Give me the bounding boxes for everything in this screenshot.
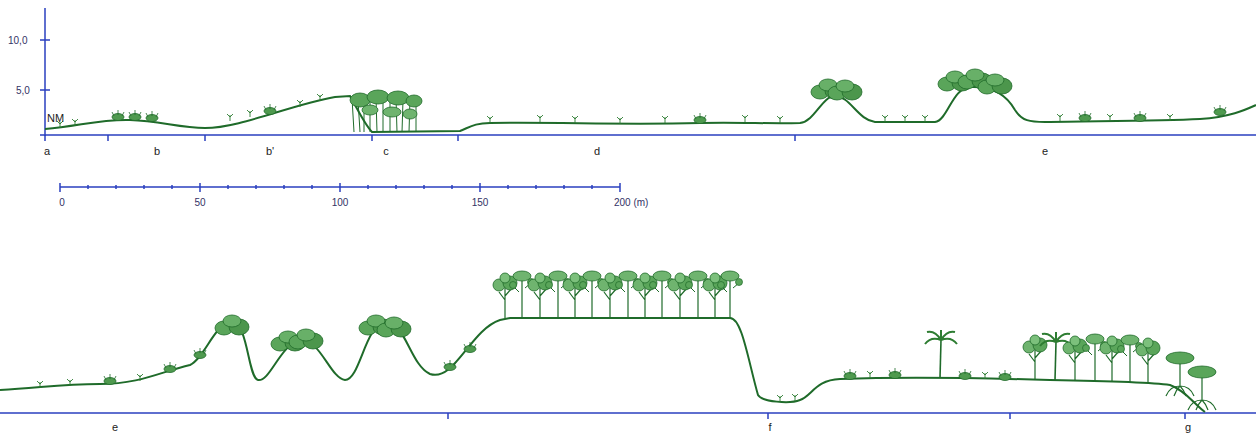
zone-letter: b': [266, 145, 274, 158]
zone-letter: a: [44, 145, 50, 158]
zone-letter: d: [594, 145, 600, 158]
zone-letter: e: [1042, 145, 1048, 158]
scale-value: 0: [59, 196, 65, 209]
scale-value: 100: [332, 196, 349, 209]
sea-level-mark: NM: [47, 112, 64, 125]
scale-value: 50: [194, 196, 205, 209]
axis-value: 10,0: [8, 34, 27, 47]
scale-value: 200 (m): [614, 196, 648, 209]
zone-letter: g: [1185, 421, 1191, 434]
zone-letter: f: [768, 421, 771, 434]
scale-value: 150: [472, 196, 489, 209]
zone-letter: c: [383, 145, 389, 158]
zone-letter: b: [154, 145, 160, 158]
axis-value: 5,0: [16, 84, 30, 97]
zone-letter: e: [112, 421, 118, 434]
